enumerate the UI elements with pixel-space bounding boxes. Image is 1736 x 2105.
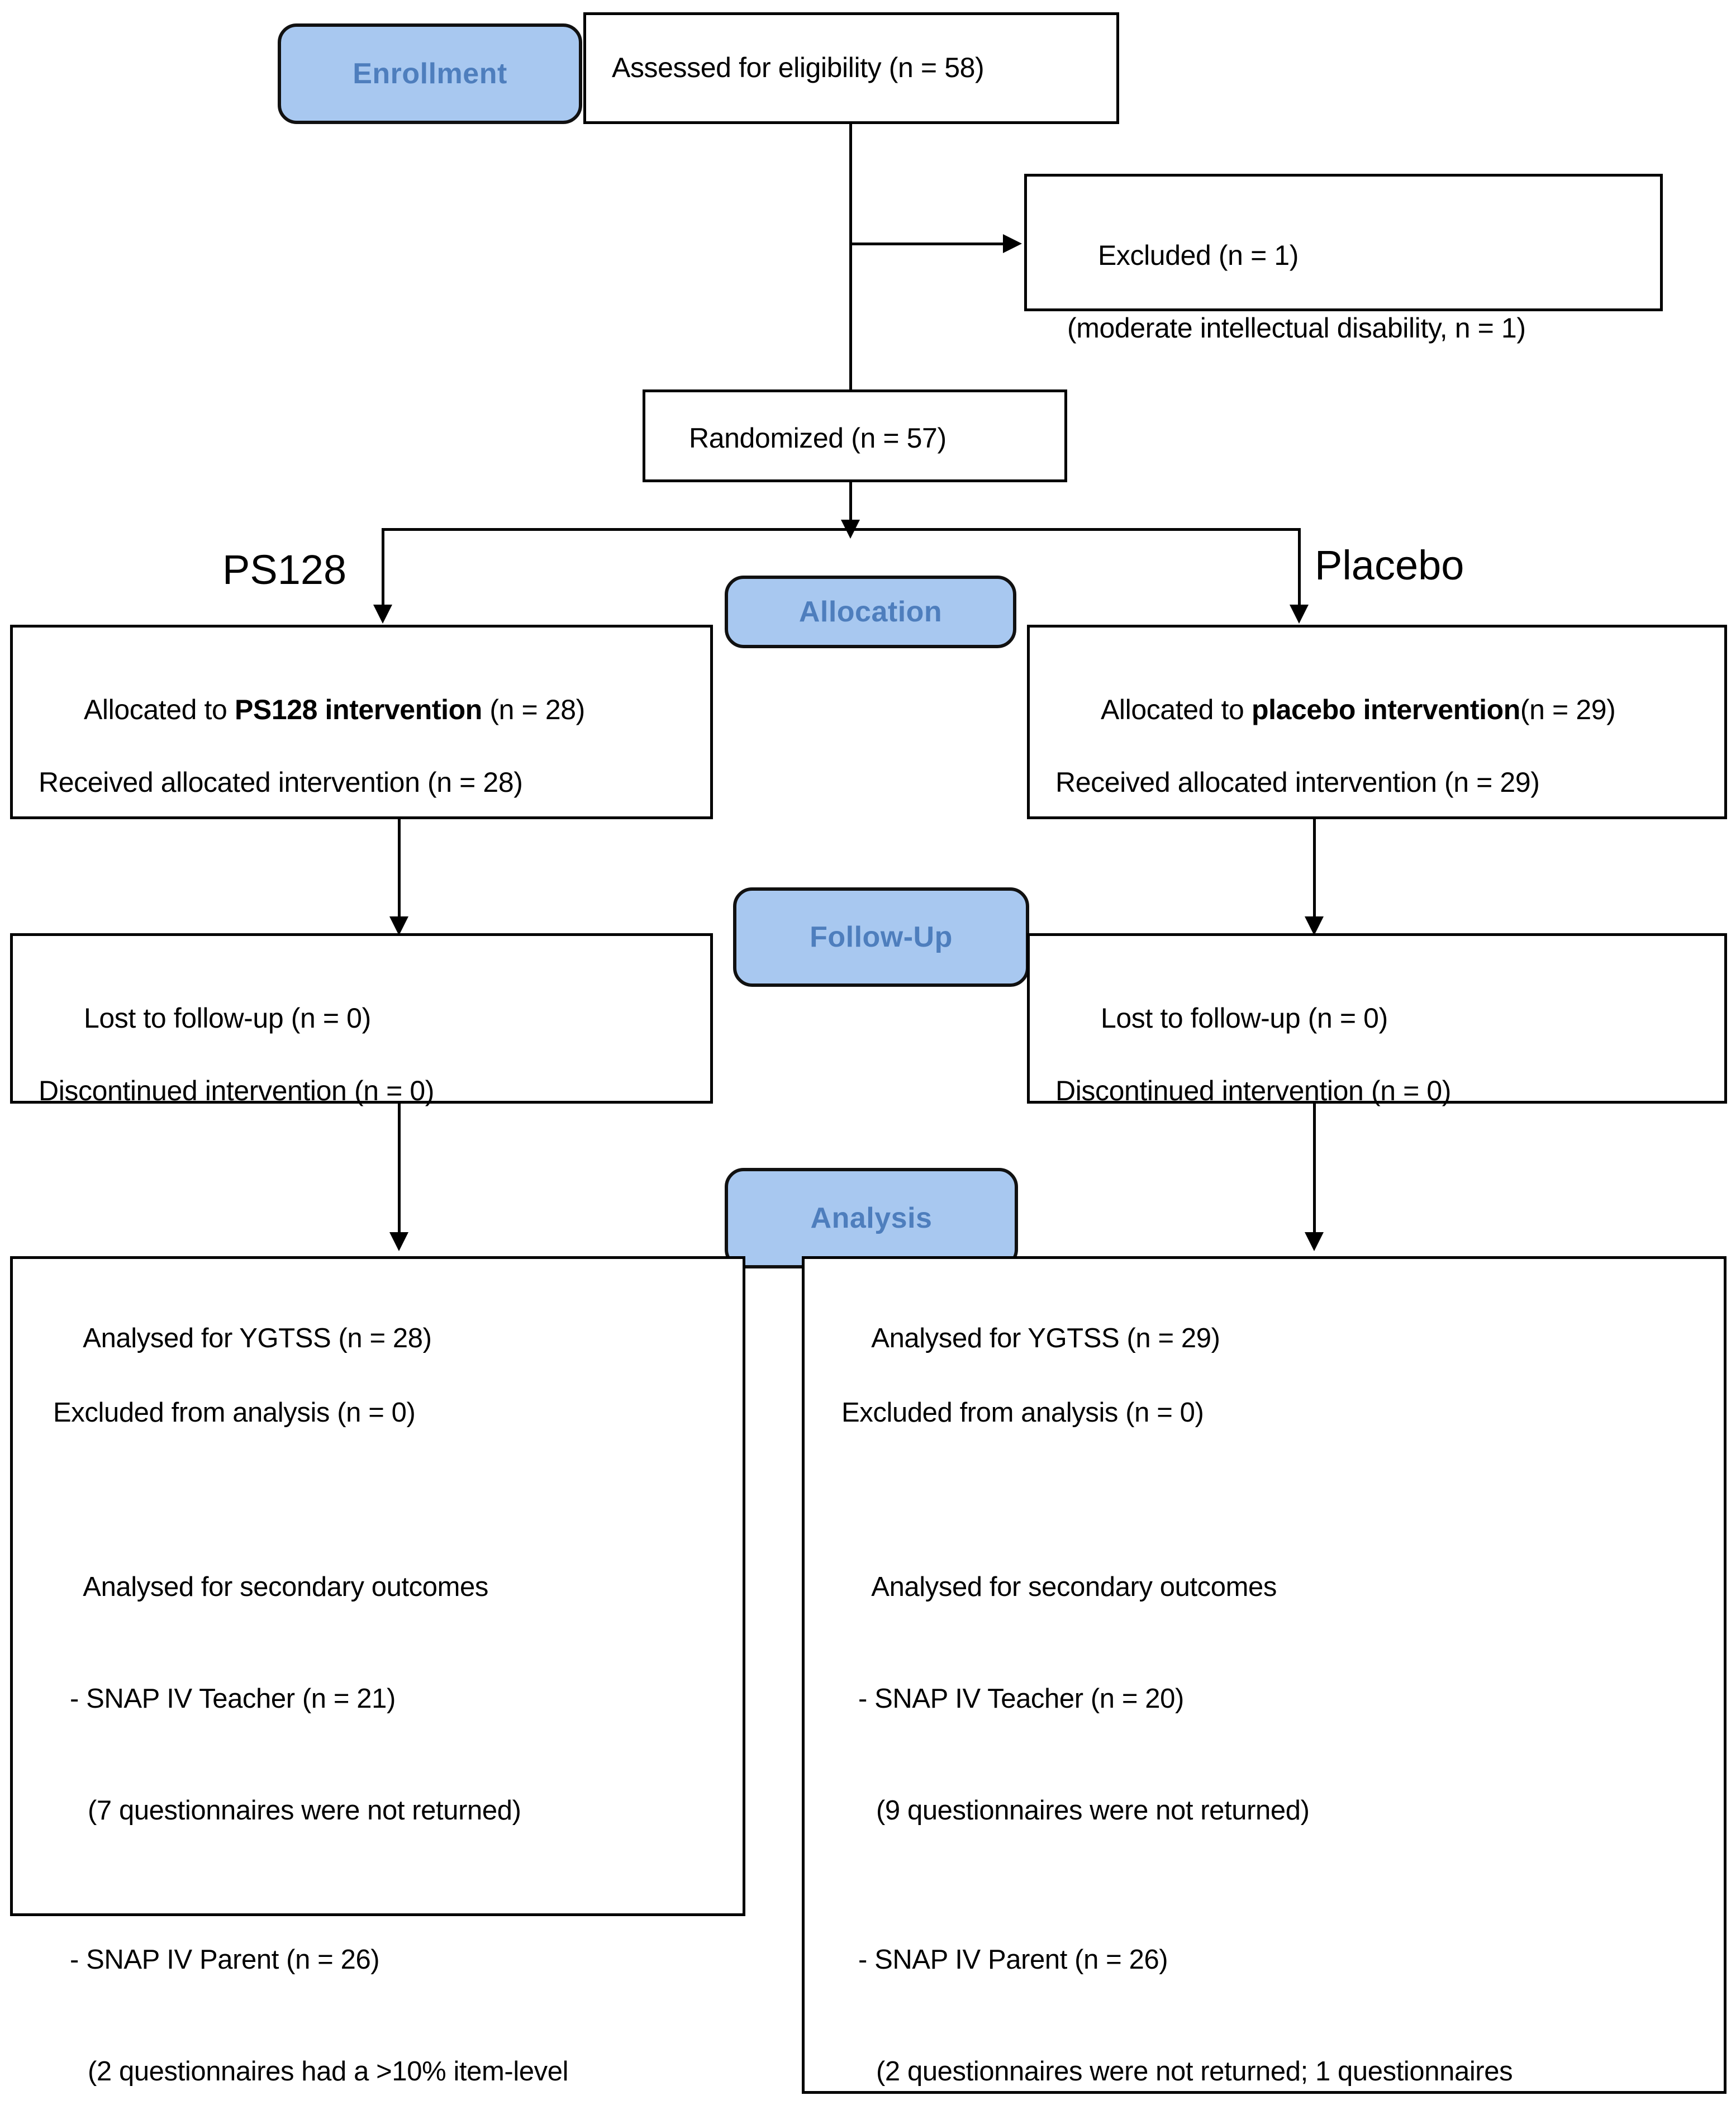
analysis-right-item-1-note-0: (2 questionnaires were not returned; 1 q…: [876, 2056, 1513, 2087]
connector-left-followup-to-analysis: [398, 1104, 401, 1243]
allocation-left-line-1: Allocated to PS128 intervention (n = 28): [83, 694, 585, 725]
followup-right-text: Lost to follow-up (n = 0) Discontinued i…: [1055, 964, 1708, 1182]
box-analysis-left: Analysed for YGTSS (n = 28) Excluded fro…: [10, 1256, 745, 2087]
arm-label-ps128: PS128: [222, 547, 347, 593]
arrowhead-right-analysis: [1305, 1232, 1324, 1251]
analysis-right-secondary-heading: Analysed for secondary outcomes: [871, 1572, 1277, 1603]
box-excluded: Excluded (n = 1) (moderate intellectual …: [1024, 174, 1663, 344]
arrowhead-to-excluded: [1003, 234, 1022, 253]
analysis-left-text: Analysed for YGTSS (n = 28) Excluded fro…: [39, 1282, 726, 2105]
box-followup-right: Lost to follow-up (n = 0) Discontinued i…: [1027, 933, 1727, 1106]
stage-badge-enrollment: Enrollment: [278, 23, 582, 124]
assessed-for-eligibility-text: Assessed for eligibility (n = 58): [612, 52, 984, 83]
analysis-left-item-0-note-0: (7 questionnaires were not returned): [88, 1795, 521, 1826]
box-allocation-right: Allocated to placebo intervention(n = 29…: [1027, 625, 1727, 819]
allocation-right-line-2: Received allocated intervention (n = 29): [1055, 767, 1540, 798]
analysis-right-text: Analysed for YGTSS (n = 29) Excluded fro…: [827, 1282, 1707, 2105]
box-followup-left: Lost to follow-up (n = 0) Discontinued i…: [10, 933, 713, 1106]
analysis-left-item-1-note-0: (2 questionnaires had a >10% item-level: [88, 2056, 569, 2087]
analysis-left-spacer: [39, 1506, 726, 1532]
analysis-left-primary-excluded: Excluded from analysis (n = 0): [53, 1397, 416, 1428]
randomized-text: Randomized (n = 57): [689, 422, 947, 454]
analysis-right-primary-excluded: Excluded from analysis (n = 0): [841, 1397, 1204, 1428]
stage-badge-allocation: Allocation: [725, 576, 1016, 648]
stage-badge-followup-label: Follow-Up: [810, 921, 953, 953]
arm-label-placebo: Placebo: [1315, 542, 1464, 588]
stage-badge-analysis: Analysis: [725, 1168, 1018, 1268]
followup-right-line-2: Discontinued intervention (n = 0): [1055, 1075, 1452, 1106]
allocation-left-text: Allocated to PS128 intervention (n = 28)…: [39, 655, 693, 873]
analysis-right-item-0-note-0: (9 questionnaires were not returned): [876, 1795, 1310, 1826]
analysis-left-item-0-label: - SNAP IV Teacher (n = 21): [70, 1684, 396, 1714]
stage-badge-followup: Follow-Up: [733, 887, 1029, 987]
analysis-right-item-0-label: - SNAP IV Teacher (n = 20): [858, 1684, 1184, 1714]
allocation-right-text: Allocated to placebo intervention(n = 29…: [1055, 655, 1708, 873]
arrowhead-left-followup: [389, 916, 408, 935]
connector-assessed-to-excluded: [849, 243, 1003, 245]
allocation-right-bold: placebo intervention: [1251, 694, 1520, 725]
arrowhead-right-followup: [1305, 916, 1324, 935]
connector-split-right-drop: [1298, 528, 1301, 615]
allocation-right-line-1: Allocated to placebo intervention(n = 29…: [1100, 694, 1616, 725]
arrowhead-left-analysis: [389, 1232, 408, 1251]
allocation-left-line-2: Received allocated intervention (n = 28): [39, 767, 523, 798]
excluded-text: Excluded (n = 1) (moderate intellectual …: [1053, 201, 1643, 419]
analysis-right-item-1-label: - SNAP IV Parent (n = 26): [858, 1944, 1168, 1975]
box-allocation-left: Allocated to PS128 intervention (n = 28)…: [10, 625, 713, 819]
connector-right-followup-to-analysis: [1313, 1104, 1316, 1243]
excluded-line-2: (moderate intellectual disability, n = 1…: [1067, 312, 1526, 344]
analysis-right-primary-heading: Analysed for YGTSS (n = 29): [871, 1323, 1220, 1353]
excluded-line-1: Excluded (n = 1): [1097, 240, 1299, 271]
analysis-left-item-1-label: - SNAP IV Parent (n = 26): [70, 1944, 380, 1975]
analysis-left-primary-heading: Analysed for YGTSS (n = 28): [83, 1323, 432, 1353]
connector-assessed-to-randomized: [849, 124, 852, 389]
connector-split-bar: [382, 528, 1301, 531]
box-analysis-right: Analysed for YGTSS (n = 29) Excluded fro…: [802, 1256, 1727, 2094]
stage-badge-analysis-label: Analysis: [810, 1202, 933, 1234]
stage-badge-allocation-label: Allocation: [798, 596, 943, 628]
followup-left-line-2: Discontinued intervention (n = 0): [39, 1075, 435, 1106]
arrowhead-to-right-allocation: [1290, 605, 1309, 624]
box-assessed-for-eligibility: Assessed for eligibility (n = 58): [583, 12, 1119, 124]
connector-split-left-drop: [382, 528, 384, 615]
followup-left-line-1: Lost to follow-up (n = 0): [83, 1002, 371, 1034]
connector-randomized-down: [849, 482, 852, 531]
followup-left-text: Lost to follow-up (n = 0) Discontinued i…: [39, 964, 693, 1182]
stage-badge-enrollment-label: Enrollment: [353, 58, 507, 90]
analysis-left-secondary-heading: Analysed for secondary outcomes: [83, 1572, 489, 1603]
connector-right-alloc-to-followup: [1313, 819, 1316, 928]
allocation-left-bold: PS128 intervention: [234, 694, 482, 725]
followup-right-line-1: Lost to follow-up (n = 0): [1100, 1002, 1388, 1034]
analysis-right-spacer: [827, 1506, 1707, 1532]
box-randomized: Randomized (n = 57): [643, 389, 1067, 482]
connector-left-alloc-to-followup: [398, 819, 401, 928]
arrowhead-to-left-allocation: [373, 605, 392, 624]
